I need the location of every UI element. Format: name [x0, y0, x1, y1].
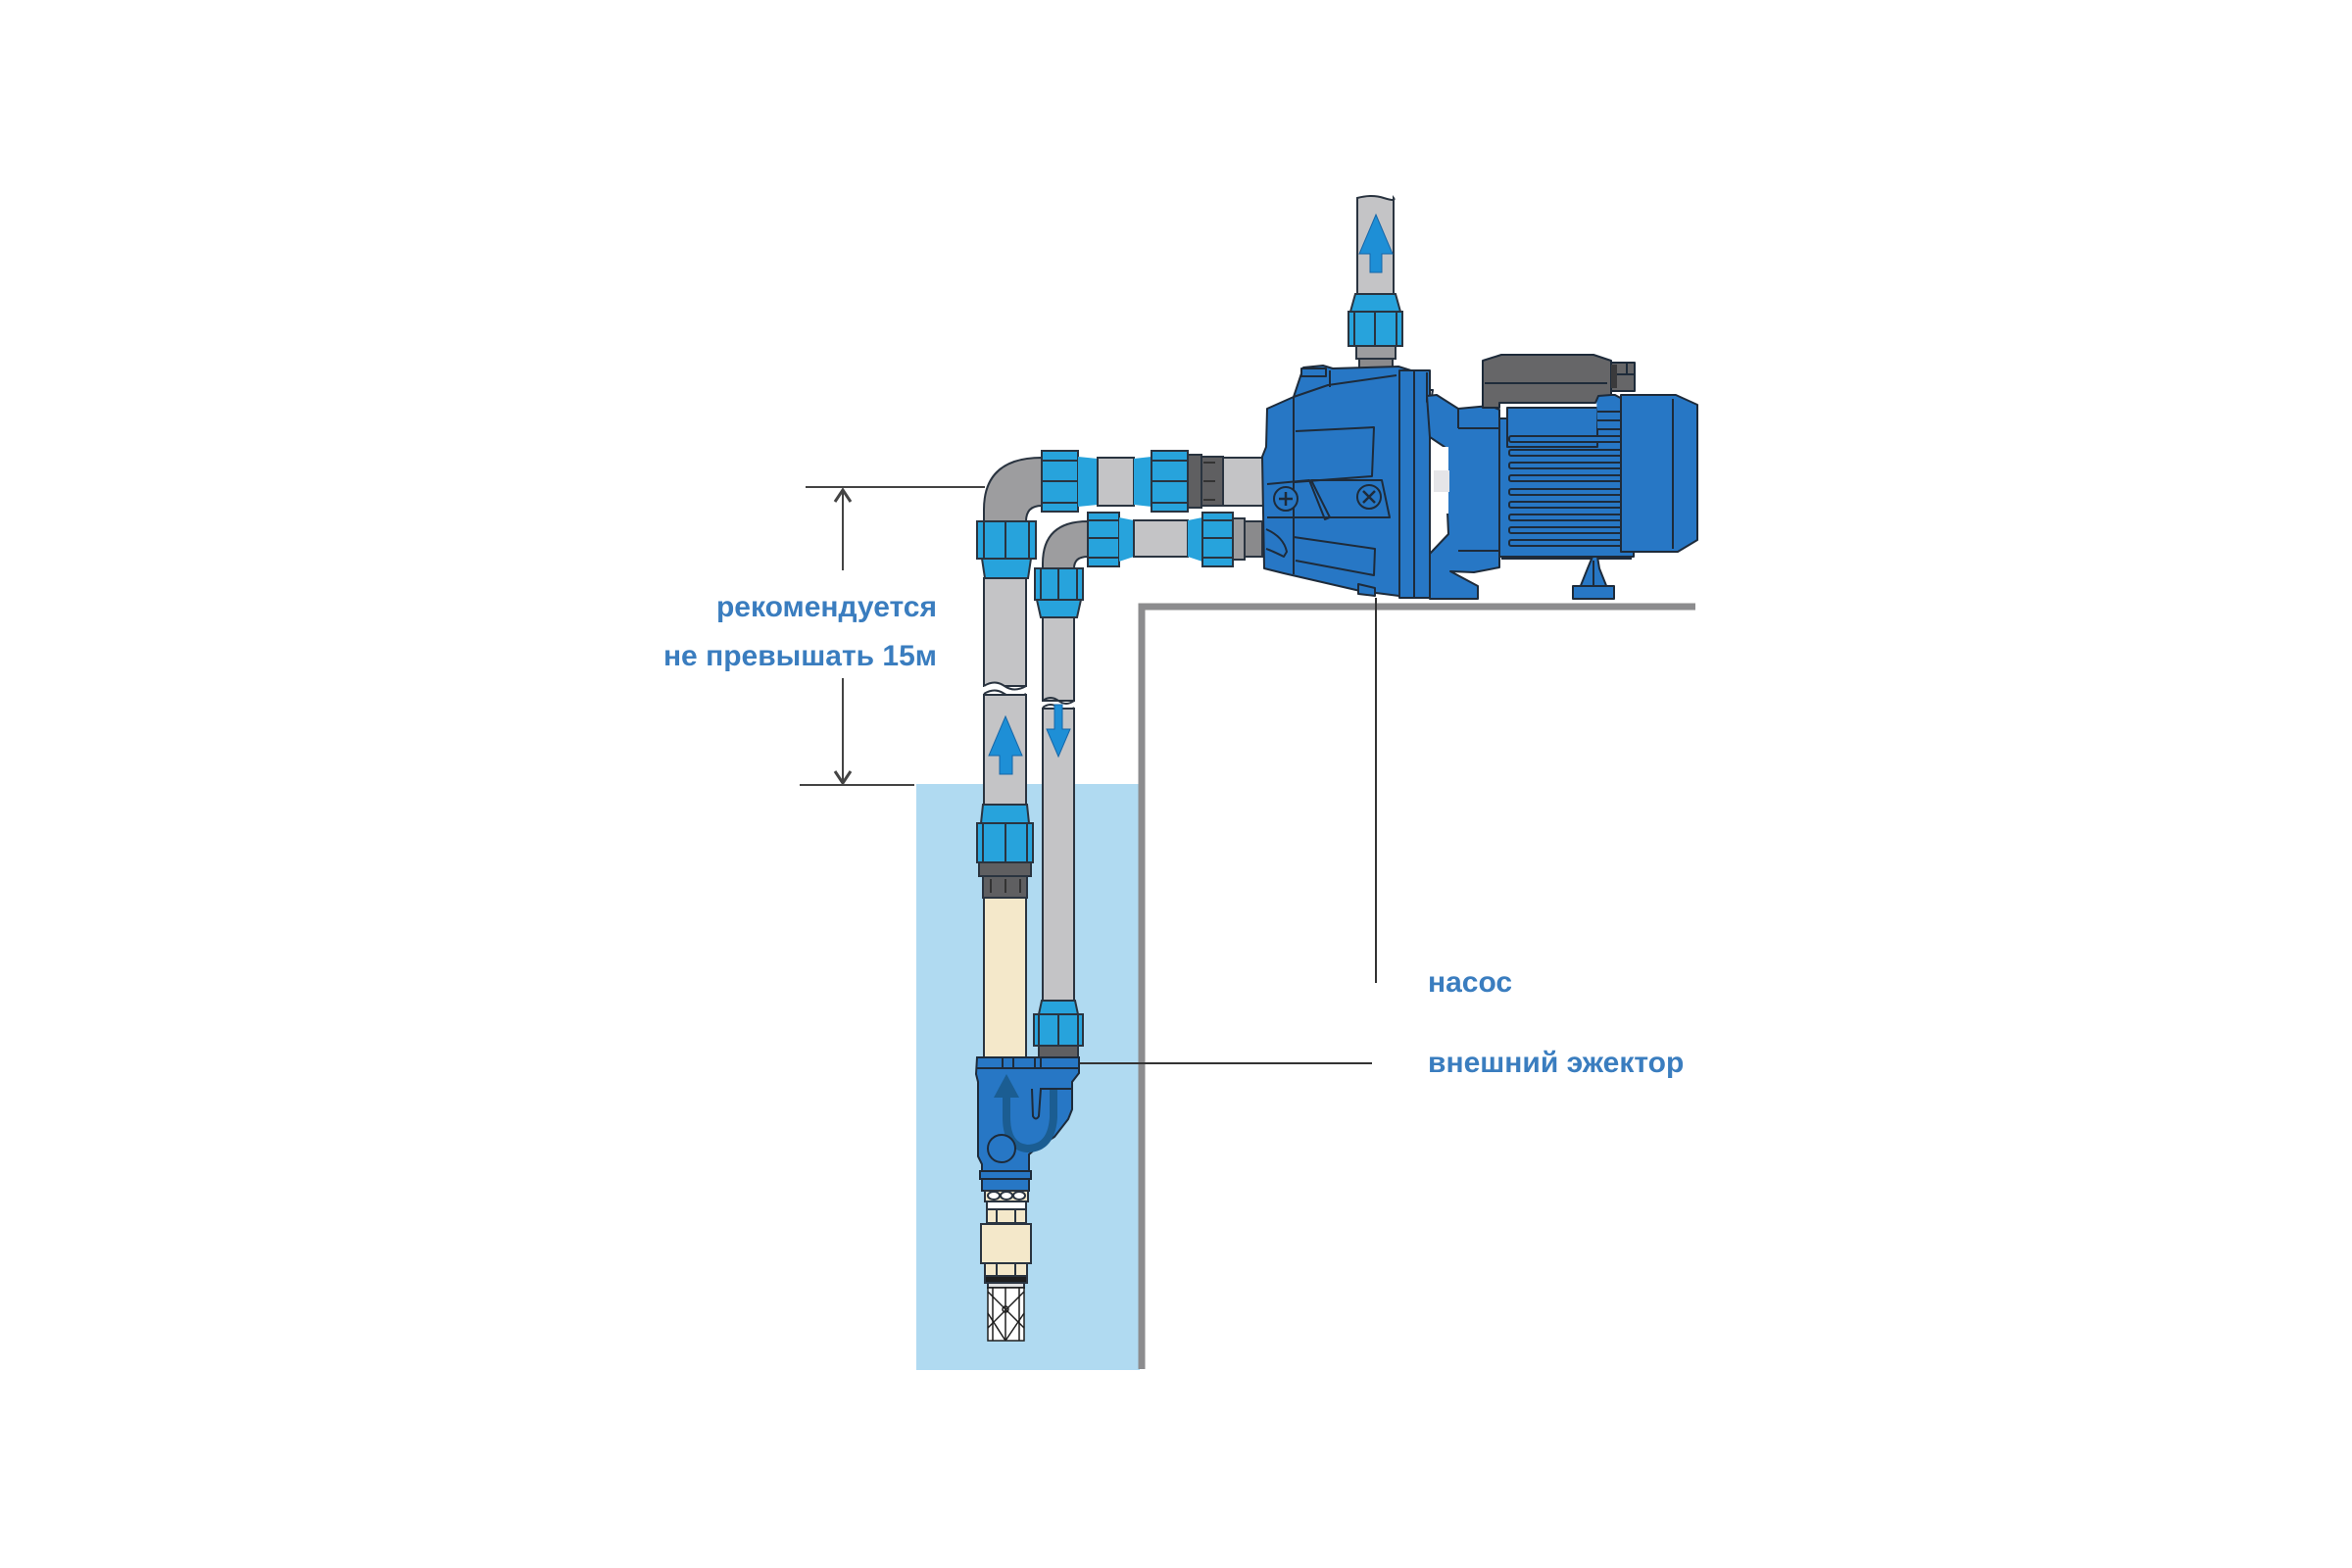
pump-label: насос [1428, 966, 1513, 999]
ejector-flow-arrow-icon [1003, 1090, 1057, 1153]
ground-wall-line [1138, 603, 1695, 1369]
ejector [974, 1056, 1080, 1192]
motor-fan-cover [1620, 394, 1698, 553]
pump [1261, 354, 1698, 600]
suction-elbow [983, 456, 1043, 522]
suction-horizontal-pipe [1041, 450, 1267, 513]
suction-pipe-cream-section [983, 897, 1027, 1067]
suction-flow-up-arrow-icon [988, 714, 1023, 775]
motor-terminal-box [1482, 354, 1612, 409]
dimension-arrow-up-icon [833, 487, 853, 503]
dimension-arrow-down-icon [833, 770, 853, 786]
depth-dimension [800, 486, 985, 786]
check-valve [980, 1190, 1032, 1289]
suction-pipe [976, 456, 1043, 1067]
discharge-flow-up-arrow-icon [1358, 213, 1394, 273]
strainer-filter [987, 1287, 1025, 1342]
motor-cooling-fins [1508, 435, 1633, 547]
suction-upper-coupling [976, 520, 1037, 579]
depth-note-line-1: рекомендуется [715, 591, 937, 623]
return-flow-down-arrow-icon [1046, 704, 1071, 759]
ejector-label: внешний эжектор [1428, 1047, 1685, 1079]
return-upper-coupling [1034, 567, 1084, 618]
return-elbow [1042, 519, 1089, 569]
pressure-horizontal-pipe [1087, 512, 1263, 567]
depth-note-line-2: не превышать 15м [662, 640, 937, 672]
discharge-pipe [1348, 194, 1403, 369]
check-valve-body [980, 1223, 1032, 1264]
